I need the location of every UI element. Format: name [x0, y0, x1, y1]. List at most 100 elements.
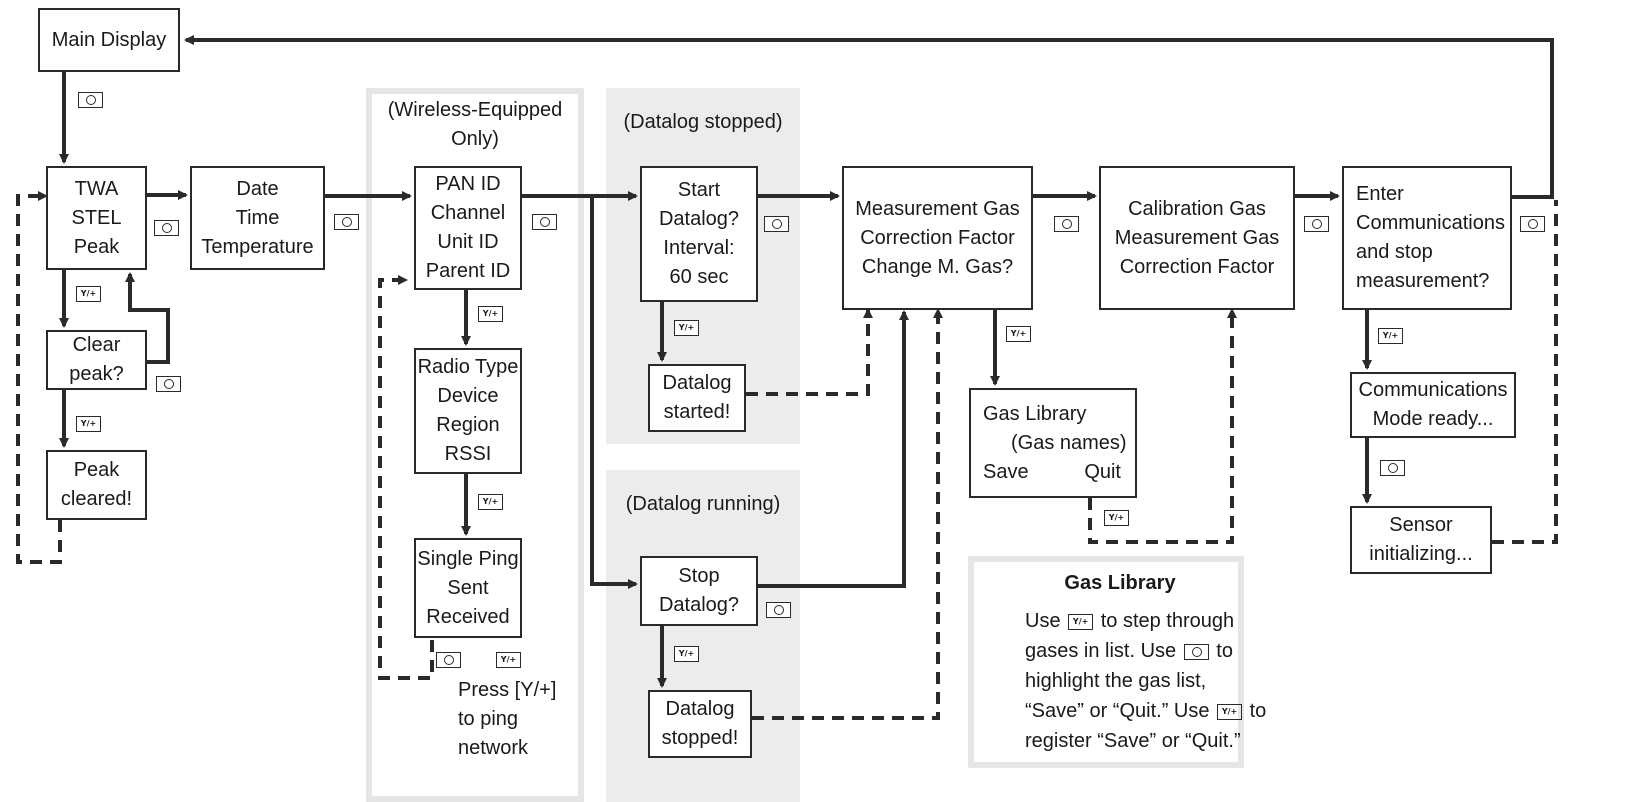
correction-factor-line: Correction Factor [860, 226, 1015, 249]
dashed-started-to-measure [746, 308, 873, 396]
datalog-started-box: Datalog started! [648, 364, 746, 432]
peak-cleared-box: Peak cleared! [46, 450, 147, 520]
datalog-stopped-line1: Datalog [665, 698, 735, 720]
power-key-icon [1183, 643, 1209, 660]
calibration-gas-box: Calibration Gas Measurement Gas Correcti… [1099, 166, 1295, 310]
power-key-icon [1304, 216, 1329, 232]
interval-line: Interval: [663, 237, 735, 259]
wireless-only-line1: (Wireless-Equipped [387, 99, 563, 121]
measurement-gas-line: Measurement Gas [855, 197, 1020, 220]
datalog-stopped-panel-label: (Datalog stopped) [623, 111, 783, 133]
dashed-sensor-to-main [1492, 200, 1558, 544]
yes-key-icon: Y/+ [674, 646, 699, 662]
temperature-line: Temperature [201, 235, 314, 258]
datalog-running-panel-label: (Datalog running) [625, 493, 781, 515]
start-line: Start [677, 179, 721, 201]
yes-key-icon: Y/+ [1068, 613, 1094, 630]
calibration-gas-line: Calibration Gas [1128, 197, 1266, 220]
help-line-4a: “Save” or “Quit.” Use [1025, 700, 1210, 722]
cal-measurement-gas-line: Measurement Gas [1114, 226, 1280, 249]
yes-key-icon: Y/+ [478, 494, 503, 510]
interval-value-line: 60 sec [669, 266, 729, 288]
channel-line: Channel [430, 202, 506, 224]
and-stop-line: and stop [1356, 241, 1433, 263]
gas-library-box: Gas Library (Gas names) Save Quit [969, 388, 1137, 498]
twa-line: TWA [74, 177, 119, 200]
gas-names-line: (Gas names) [1011, 431, 1127, 454]
start-datalog-box: Start Datalog? Interval: 60 sec [640, 166, 758, 302]
press-ping-label: Press [Y/+] to ping network [458, 676, 578, 763]
stel-line: STEL [71, 206, 122, 229]
power-key-icon [1520, 216, 1545, 232]
help-line-2a: gases in list. Use [1025, 640, 1177, 662]
peak-cleared-line1: Peak [73, 459, 120, 481]
arrow-return-main [184, 35, 1554, 199]
power-key-icon [156, 376, 181, 392]
yes-key-icon: Y/+ [1217, 703, 1243, 720]
press-ping-line2: to ping [458, 708, 519, 730]
yes-key-icon: Y/+ [1104, 510, 1129, 526]
radio-type-box: Radio Type Device Region RSSI [414, 348, 522, 474]
sent-line: Sent [447, 576, 489, 599]
yes-key-icon: Y/+ [1378, 328, 1403, 344]
datalog-stopped-line2: stopped! [661, 727, 739, 749]
power-key-icon [436, 652, 461, 668]
help-line-2b: to [1216, 640, 1233, 662]
help-line-4b: to [1249, 700, 1267, 722]
help-line-1: Use Y/+ to step through [1025, 606, 1275, 636]
pan-id-line: PAN ID [435, 173, 501, 195]
power-key-icon [766, 602, 791, 618]
initializing-line: initializing... [1369, 543, 1473, 565]
press-ping-line3: network [458, 737, 529, 759]
gas-library-save: Save [983, 460, 1029, 483]
press-ping-line1: Press [Y/+] [458, 679, 557, 701]
date-line: Date [236, 177, 279, 200]
unit-id-line: Unit ID [437, 231, 499, 253]
help-line-2: gases in list. Use to [1025, 636, 1275, 666]
datalog-started-line2: started! [663, 401, 731, 423]
power-key-icon [764, 216, 789, 232]
clear-peak-box: Clear peak? [46, 330, 147, 390]
parent-id-line: Parent ID [425, 260, 511, 282]
help-line-1b: to step through [1100, 610, 1235, 632]
yes-key-icon: Y/+ [674, 320, 699, 336]
peak-cleared-line2: cleared! [60, 488, 133, 510]
single-ping-line: Single Ping [417, 547, 519, 570]
yes-key-icon: Y/+ [496, 652, 521, 668]
cal-correction-factor-line: Correction Factor [1119, 255, 1275, 278]
gas-library-help-text: Use Y/+ to step through gases in list. U… [1025, 606, 1275, 756]
datalog-stopped-box: Datalog stopped! [648, 690, 752, 758]
sensor-line: Sensor [1389, 514, 1453, 536]
wireless-only-line2: Only) [451, 128, 499, 150]
dashed-peak-to-twa [16, 191, 62, 564]
sensor-init-box: Sensor initializing... [1350, 506, 1492, 574]
device-line: Device [437, 385, 499, 407]
help-line-4: “Save” or “Quit.” Use Y/+ to [1025, 696, 1275, 726]
arrow-pan-to-stop [590, 196, 638, 589]
help-line-5: register “Save” or “Quit.” [1025, 730, 1241, 752]
arrow-clear-to-twa [125, 272, 170, 364]
gas-library-actions: Save Quit [983, 458, 1131, 487]
power-key-icon [1054, 216, 1079, 232]
power-key-icon [334, 214, 359, 230]
received-line: Received [426, 605, 510, 628]
gas-library-help-title: Gas Library [1064, 572, 1176, 594]
power-key-icon [1380, 460, 1405, 476]
main-display-label: Main Display [51, 28, 167, 51]
stop-datalog-box: Stop Datalog? [640, 556, 758, 626]
yes-key-icon: Y/+ [478, 306, 503, 322]
time-line: Time [235, 206, 280, 229]
single-ping-box: Single Ping Sent Received [414, 538, 522, 638]
clear-peak-line2: peak? [69, 363, 124, 385]
date-time-box: Date Time Temperature [190, 166, 325, 270]
comms-ready-line2: Mode ready... [1372, 408, 1494, 430]
pan-id-box: PAN ID Channel Unit ID Parent ID [414, 166, 522, 290]
dashed-gaslib-to-cal [1088, 308, 1237, 544]
gas-library-quit: Quit [1084, 460, 1121, 483]
power-key-icon [154, 220, 179, 236]
yes-key-icon: Y/+ [76, 416, 101, 432]
help-line-3: highlight the gas list, [1025, 670, 1207, 692]
help-line-1a: Use [1025, 610, 1061, 632]
datalog-q-line: Datalog? [658, 208, 740, 230]
